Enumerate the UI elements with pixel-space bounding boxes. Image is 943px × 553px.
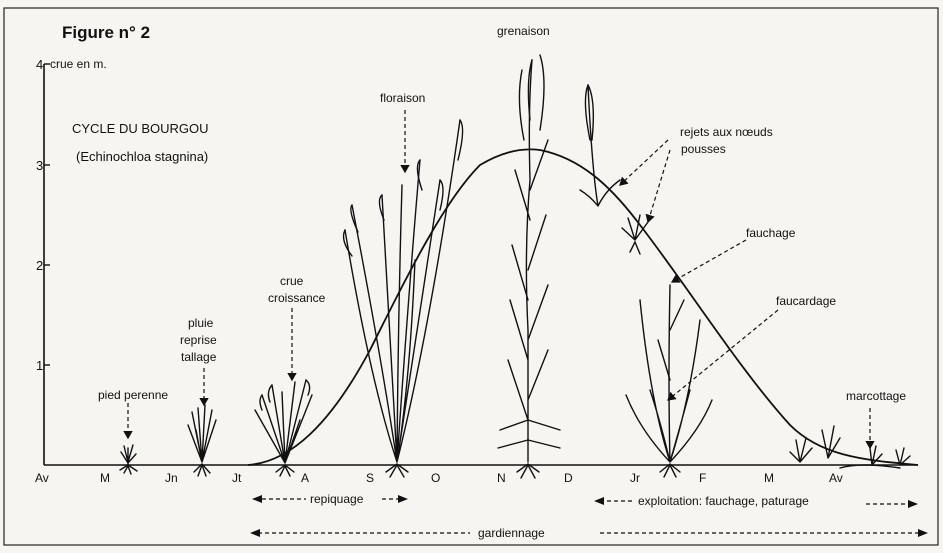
month-label: Av — [829, 471, 843, 485]
month-label: Jr — [630, 471, 640, 485]
cutting-stage-plant — [626, 285, 712, 477]
annotation-rejets: rejets aux nœuds — [680, 125, 773, 139]
arrowhead — [252, 495, 262, 503]
annotation-grenaison: grenaison — [497, 24, 550, 38]
annotation-marcottage: marcottage — [846, 389, 906, 403]
annotation-croissance: croissance — [268, 291, 326, 305]
pousses-arrow — [648, 150, 670, 222]
annotation-pied-perenne: pied perenne — [98, 388, 168, 402]
period-repiquage: repiquage — [310, 492, 364, 506]
diagram-caption-species: (Echinochloa stagnina) — [76, 149, 208, 164]
arrowhead — [918, 529, 928, 537]
month-label: Jn — [165, 471, 178, 485]
flowering-plant — [344, 120, 463, 477]
period-exploitation: exploitation: fauchage, paturage — [638, 494, 809, 508]
month-label: D — [564, 471, 573, 485]
month-label: F — [699, 471, 706, 485]
annotation-tallage: tallage — [181, 350, 217, 364]
annotation-crue: crue — [280, 274, 304, 288]
node-shoots-plant — [622, 215, 648, 254]
regrowth-plant-tall — [580, 85, 620, 206]
month-label: Jt — [232, 471, 242, 485]
y-axis-title: crue en m. — [50, 57, 107, 71]
month-label: O — [431, 471, 440, 485]
perennial-tuft-plant — [120, 445, 137, 474]
month-label: A — [301, 471, 309, 485]
annotation-faucardage: faucardage — [776, 294, 836, 308]
arrowhead — [250, 529, 260, 537]
y-tick-label: 3 — [36, 158, 43, 173]
period-gardiennage: gardiennage — [478, 526, 545, 540]
annotation-reprise: reprise — [180, 333, 217, 347]
y-tick-label: 1 — [36, 358, 43, 373]
grain-filling-plant — [498, 55, 560, 478]
month-label: M — [764, 471, 774, 485]
month-label: Av — [35, 471, 49, 485]
month-label: M — [100, 471, 110, 485]
month-label: N — [497, 471, 506, 485]
arrowhead — [594, 497, 604, 505]
y-tick-label: 2 — [36, 258, 43, 273]
diagram-caption-title: CYCLE DU BOURGOU — [72, 121, 209, 136]
arrowhead — [908, 500, 918, 508]
arrowhead — [398, 495, 408, 503]
y-tick-label: 4 — [36, 57, 43, 72]
faucardage-arrow — [668, 310, 778, 400]
annotation-pousses: pousses — [681, 142, 726, 156]
figure-title: Figure n° 2 — [62, 23, 150, 42]
fauchage-arrow — [672, 240, 746, 282]
month-label: S — [366, 471, 374, 485]
annotation-fauchage: fauchage — [746, 226, 796, 240]
annotation-floraison: floraison — [380, 91, 425, 105]
annotation-pluie: pluie — [188, 316, 214, 330]
